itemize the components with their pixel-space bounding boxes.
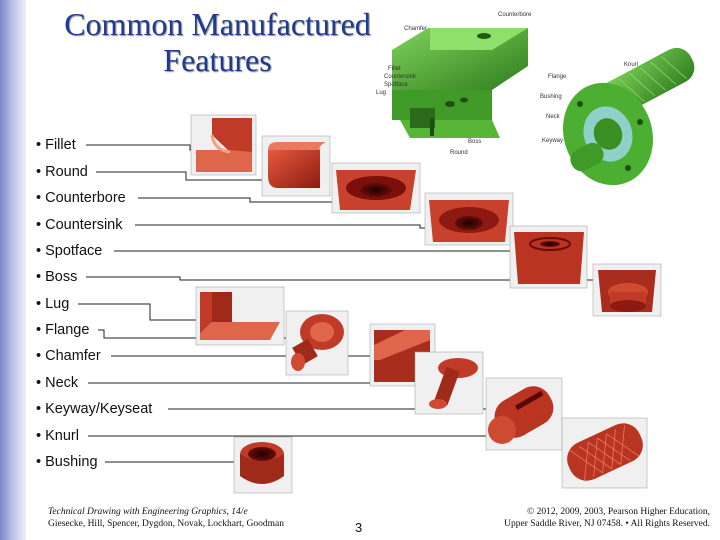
flange-thumbnail <box>285 310 349 376</box>
title-line-2: Features <box>163 42 272 78</box>
keyway-thumbnail <box>485 377 563 451</box>
feature-countersink: • Countersink <box>36 217 123 233</box>
knurl-thumbnail <box>561 417 648 489</box>
copyright-line-2: Upper Saddle River, NJ 07458. • All Righ… <box>504 519 710 529</box>
feature-round: • Round <box>36 164 88 180</box>
feature-keyway-keyseat: • Keyway/Keyseat <box>36 401 153 417</box>
callout-countersink: Countersink <box>384 74 417 80</box>
green-bracket-illustration: Counterbore Chamfer Fillet Countersink S… <box>376 12 532 156</box>
sidebar-gradient <box>0 0 26 540</box>
callout-spotface: Spotface <box>384 82 408 88</box>
feature-counterbore: • Counterbore <box>36 190 126 206</box>
feature-neck: • Neck <box>36 375 79 391</box>
feature-lug: • Lug <box>36 296 70 312</box>
callout-neck: Neck <box>546 114 561 120</box>
copyright-line-1: © 2012, 2009, 2003, Pearson Higher Educa… <box>527 507 710 517</box>
counterbore-thumbnail <box>331 162 421 214</box>
footer-book-title: Technical Drawing with Engineering Graph… <box>48 507 248 517</box>
leader-flange <box>98 329 286 339</box>
callout-flange: Flange <box>548 74 567 80</box>
leader-boss <box>86 276 593 281</box>
leader-counterbore <box>138 197 332 203</box>
callout-fillet: Fillet <box>388 66 401 72</box>
boss-thumbnail <box>592 263 662 317</box>
feature-knurl: • Knurl <box>36 428 79 444</box>
lug-thumbnail <box>195 286 285 346</box>
green-shaft-illustration: Knurl Flange Bushing Neck Keyway <box>540 47 695 186</box>
feature-fillet: • Fillet <box>36 137 76 153</box>
callout-lug: Lug <box>376 90 386 96</box>
feature-bushing: • Bushing <box>36 454 98 470</box>
leader-countersink <box>135 224 425 229</box>
neck-thumbnail <box>414 351 484 415</box>
callout-round: Round <box>450 150 468 156</box>
page-title: Common Manufactured Features <box>30 6 405 78</box>
feature-flange: • Flange <box>36 322 90 338</box>
footer-authors: Giesecke, Hill, Spencer, Dygdon, Novak, … <box>48 519 285 529</box>
page-number: 3 <box>355 520 363 535</box>
feature-chamfer: • Chamfer <box>36 348 101 364</box>
footer-citation: Technical Drawing with Engineering Graph… <box>48 506 288 540</box>
countersink-thumbnail <box>424 192 514 246</box>
bushing-thumbnail <box>233 436 293 494</box>
callout-bushing: Bushing <box>540 94 562 100</box>
bracket-callouts: Counterbore Chamfer Fillet Countersink S… <box>376 12 532 156</box>
callout-counterbore: Counterbore <box>498 12 532 18</box>
callout-chamfer: Chamfer <box>404 26 427 32</box>
spotface-thumbnail <box>509 225 588 289</box>
leader-lines <box>78 144 593 463</box>
leader-round <box>96 171 262 181</box>
feature-spotface: • Spotface <box>36 243 103 259</box>
callout-boss: Boss <box>468 139 481 145</box>
callout-keyway: Keyway <box>542 138 563 144</box>
round-thumbnail <box>261 135 331 197</box>
leader-lug <box>78 303 196 321</box>
feature-boss: • Boss <box>36 269 78 285</box>
title-line-1: Common Manufactured <box>64 6 371 42</box>
shaft-callouts: Knurl Flange Bushing Neck Keyway <box>540 62 638 144</box>
callout-knurl: Knurl <box>624 62 638 68</box>
fillet-thumbnail <box>190 114 257 176</box>
footer-copyright: © 2012, 2009, 2003, Pearson Higher Educa… <box>472 506 710 530</box>
